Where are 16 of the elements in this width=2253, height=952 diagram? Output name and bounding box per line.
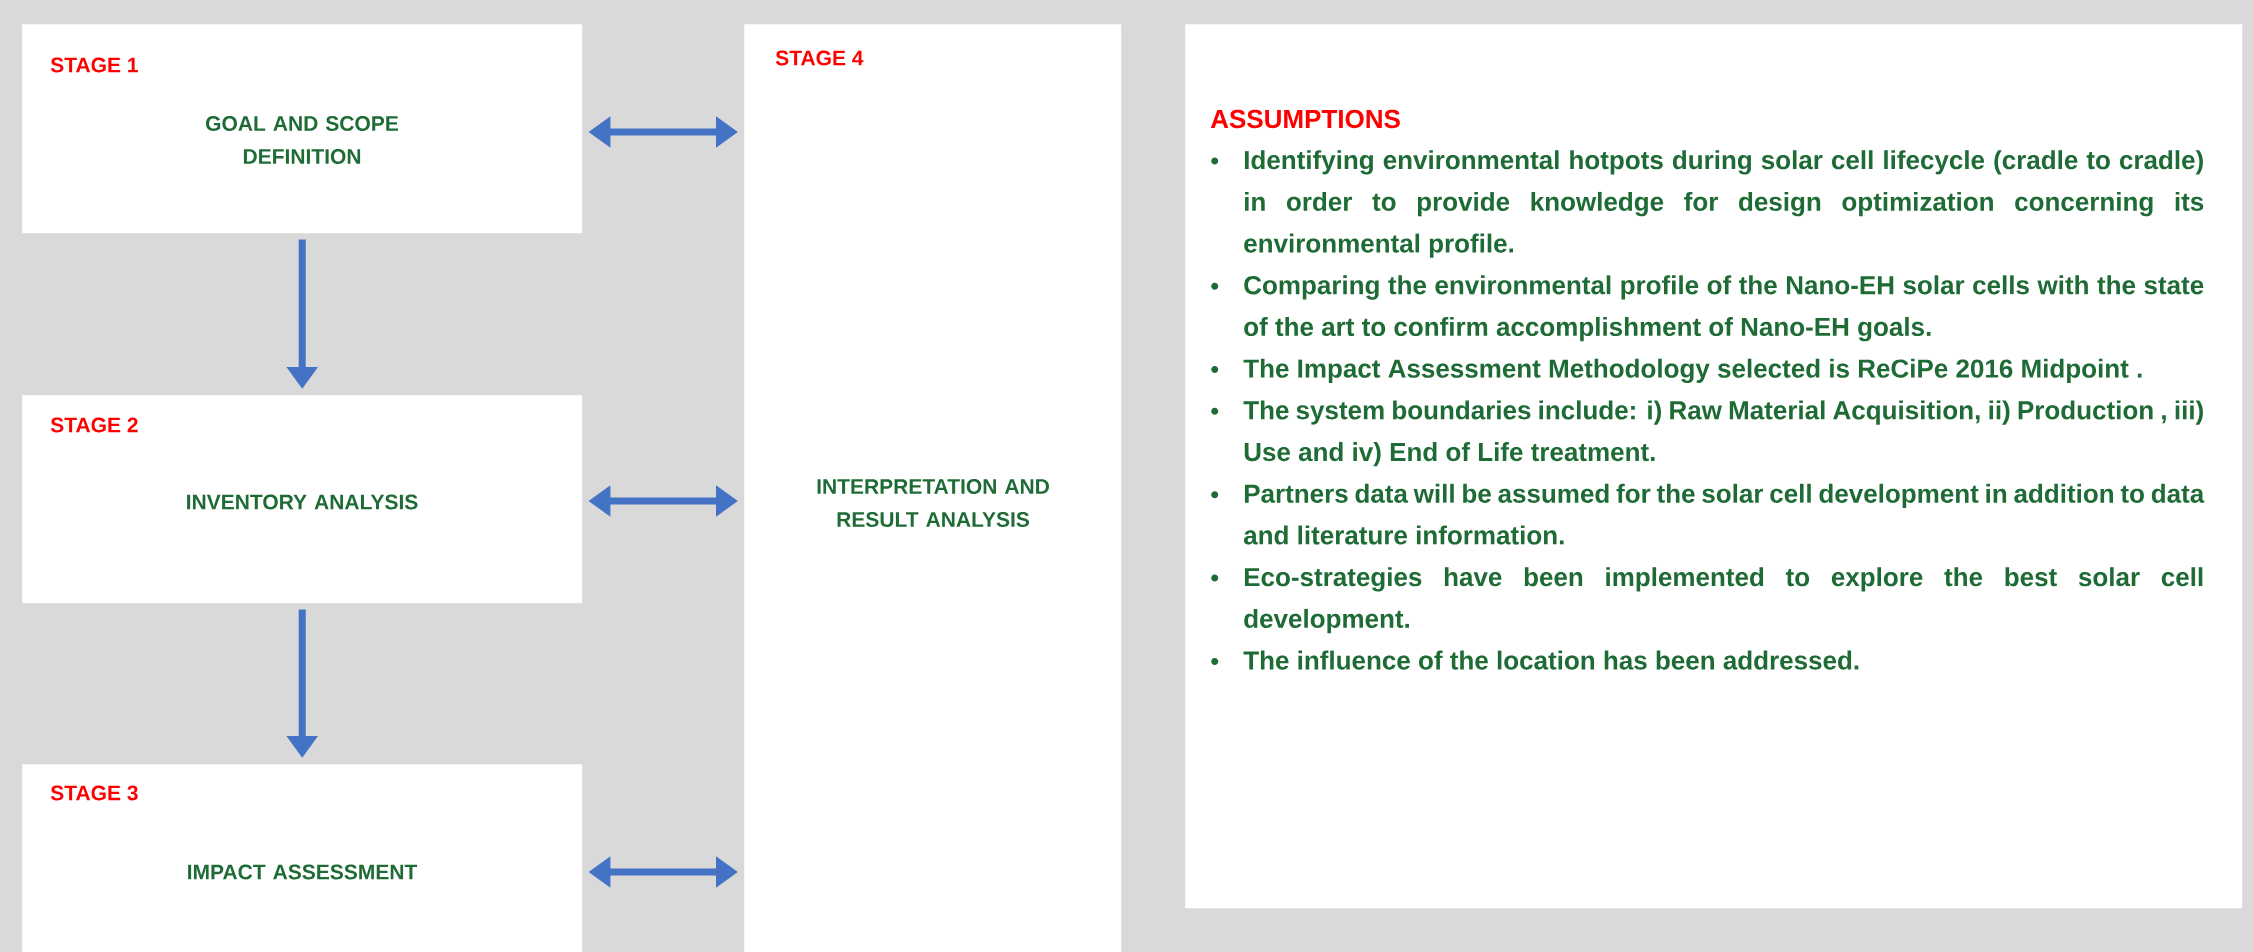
bullet-item: Eco-strategies have been implemented to explore the best solar cell development. [1211,567,2203,634]
stage-title: IMPACT ASSESSMENT [188,864,418,880]
bullet-item: Partners data will be assumed for the solar cell development in addition to data and literature information. [1211,483,2205,545]
stage-label: STAGE 2 [50,417,138,433]
stage-label: STAGE 4 [775,50,864,66]
bullet-item: The influence of the location has been addressed. [1211,650,1859,670]
heading: ASSUMPTIONS [1210,109,1400,129]
bullet-item: The system boundaries include: i) Raw Material Acquisition, ii) Production , iii) Use and iv) End of Life treatment. [1211,400,2203,467]
bullet-item: The Impact Assessment Methodology selected is ReCiPe 2016 Midpoint . [1211,358,2142,384]
stage-title: GOAL AND SCOPE DEFINITION [206,116,398,164]
bullet-item: Comparing the environmental profile of the Nano-EH solar cells with the state of the art to confirm accomplishment of Nano-EH goals. [1211,275,2204,342]
stage-label: STAGE 1 [50,57,138,73]
stage-title: INTERPRETATION AND RESULT ANALYSIS [817,479,1049,527]
stage-title: INVENTORY ANALYSIS [187,494,418,510]
stage-label: STAGE 3 [50,785,138,801]
bullet-item: Identifying environmental hotpots during solar cell lifecycle (cradle to cradle) in order to provide knowledge for design optimization concerning its environmental profile. [1211,150,2204,258]
